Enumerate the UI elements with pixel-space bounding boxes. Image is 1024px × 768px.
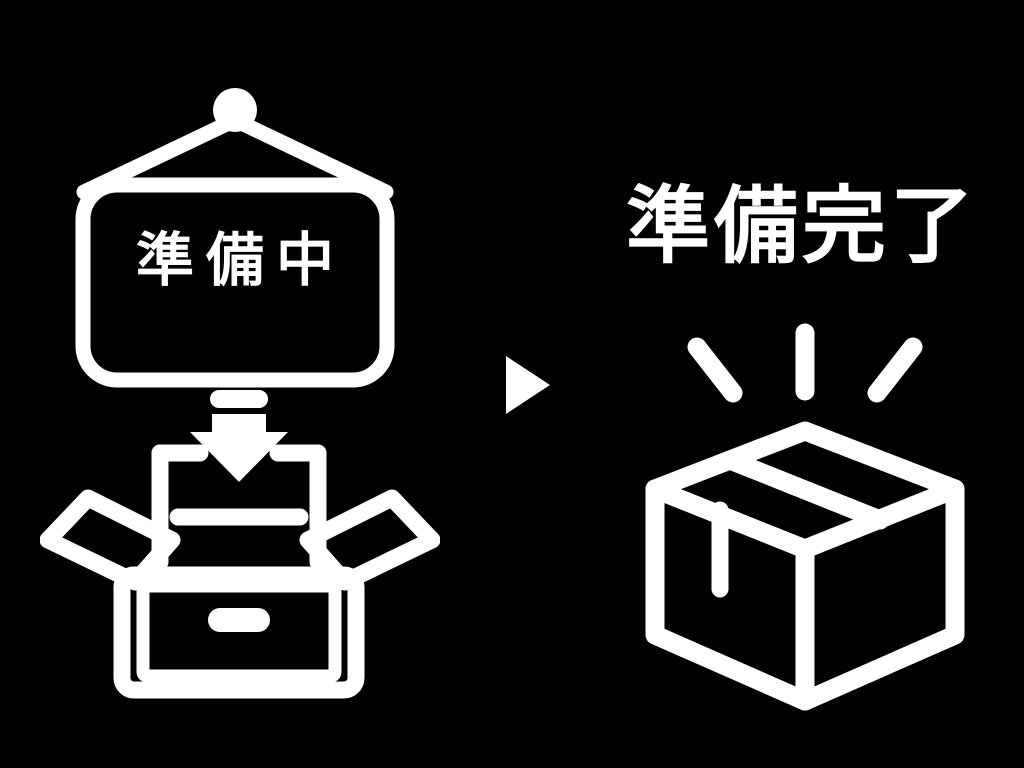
ready-text: 準備完了: [625, 177, 978, 275]
open-box-packing-icon: [39, 390, 441, 700]
sign-text: 準備中: [135, 226, 346, 294]
play-triangle-right-icon: 次へ: [500, 352, 556, 418]
sealed-parcel-box-icon: [625, 305, 985, 715]
burst-lines-icon: [687, 323, 923, 403]
arrow-down-into-box-icon: [190, 414, 288, 482]
hanging-sign-icon: 準備中: [60, 82, 410, 392]
state-before-panel: 左側 準備中 準備中: [0, 0, 470, 768]
burst-line-left: [687, 337, 743, 403]
box-handle-slot: [208, 608, 270, 632]
sign-hook-knob: [213, 88, 257, 132]
arrow-cap: [210, 390, 268, 408]
burst-line-right: [867, 337, 923, 403]
